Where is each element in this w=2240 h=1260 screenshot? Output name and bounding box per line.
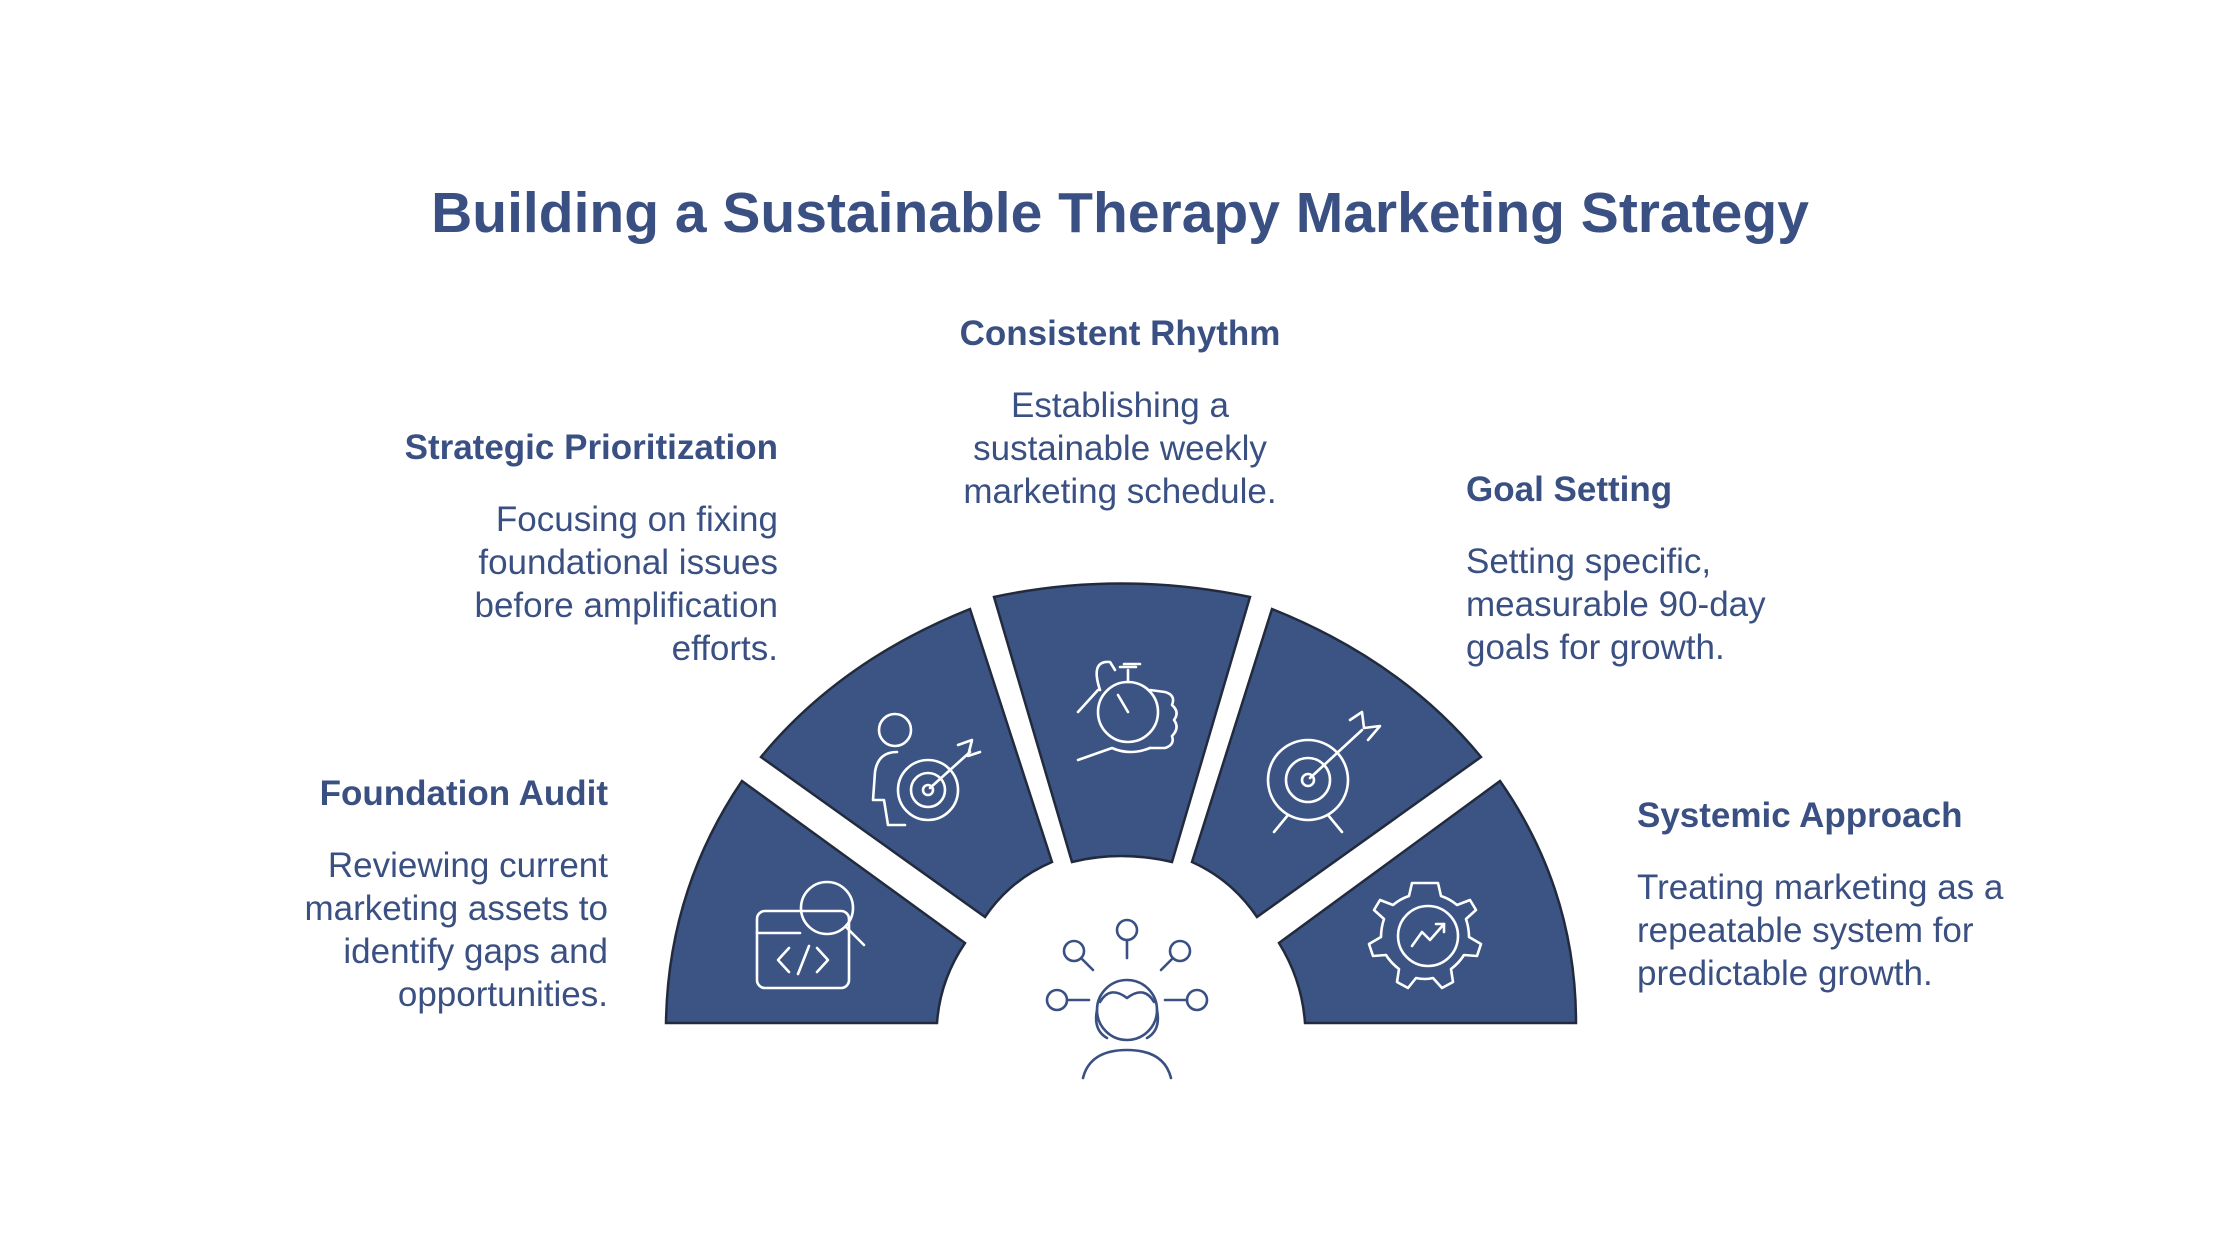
page-title: Building a Sustainable Therapy Marketing… xyxy=(431,181,1809,245)
step-description: Establishing a sustainable weekly market… xyxy=(963,386,1277,511)
step-strategic-prioritization: Strategic Prioritization Focusing on fix… xyxy=(378,426,778,670)
segment-goal-setting xyxy=(1190,607,1483,919)
step-goal-setting: Goal Setting Setting specific, measurabl… xyxy=(1466,468,1846,669)
segment-consistent-rhythm xyxy=(992,582,1252,864)
hand-stopwatch-icon xyxy=(1076,660,1178,762)
target-arrow-icon xyxy=(1266,710,1382,834)
segment-strategic-prioritization xyxy=(759,607,1054,919)
step-description: Treating marketing as a repeatable syste… xyxy=(1637,868,2004,993)
person-target-icon xyxy=(871,712,982,827)
step-heading: Strategic Prioritization xyxy=(404,428,778,467)
segment-systemic-approach xyxy=(1277,779,1578,1025)
segment-foundation-audit xyxy=(664,779,967,1025)
gear-chart-icon xyxy=(1367,881,1483,990)
code-magnifier-icon xyxy=(755,880,866,990)
step-heading: Systemic Approach xyxy=(1637,796,1963,835)
step-heading: Goal Setting xyxy=(1466,470,1673,509)
step-heading: Foundation Audit xyxy=(319,774,608,813)
step-heading: Consistent Rhythm xyxy=(959,314,1281,353)
step-consistent-rhythm: Consistent Rhythm Establishing a sustain… xyxy=(920,312,1320,513)
step-systemic-approach: Systemic Approach Treating marketing as … xyxy=(1637,794,2057,995)
step-foundation-audit: Foundation Audit Reviewing current marke… xyxy=(250,772,608,1016)
person-ideas-icon xyxy=(1045,918,1209,1080)
step-description: Reviewing current marketing assets to id… xyxy=(304,846,608,1014)
step-description: Setting specific, measurable 90-day goal… xyxy=(1466,542,1766,667)
step-description: Focusing on fixing foundational issues b… xyxy=(474,500,779,668)
